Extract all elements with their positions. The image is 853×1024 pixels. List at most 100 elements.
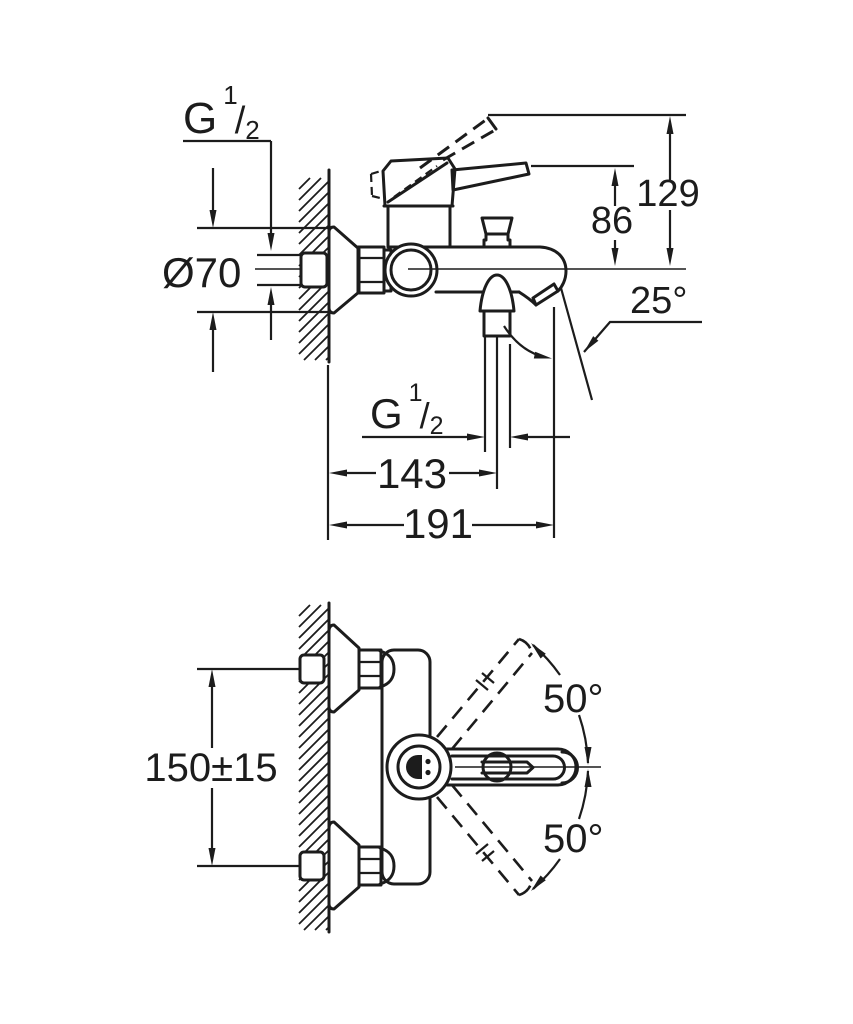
arrowhead (584, 336, 599, 352)
union-nut (356, 245, 386, 295)
spout (517, 245, 568, 307)
shower-outlet-bell (478, 273, 516, 313)
arrowhead (531, 875, 546, 891)
hatch-stroke (298, 213, 330, 245)
hatch-stroke (298, 180, 330, 212)
angle-50-lower-label: 50° (543, 817, 604, 861)
hatch-stroke (298, 717, 330, 749)
lever-raised-tip (486, 116, 498, 131)
union-nut-bottom (357, 845, 383, 887)
thread-prefix: G (183, 94, 217, 143)
cartridge-housing (386, 204, 452, 249)
arrowhead (209, 210, 217, 228)
hatch-stroke (303, 334, 330, 361)
arrowhead (533, 351, 552, 359)
dial-inner (396, 744, 442, 790)
hatch-stroke (298, 761, 330, 793)
dim-escutcheon-diameter: Ø70 (162, 168, 330, 372)
lever-closed (450, 161, 531, 192)
dome-hidden-edge (393, 165, 438, 198)
arrowhead (666, 248, 674, 266)
dim-191: 191 (326, 365, 554, 547)
hatch-stroke (298, 191, 330, 223)
diverter-knob (480, 216, 514, 249)
mixer-side (255, 116, 686, 489)
knob-base (482, 232, 512, 249)
handle-swung-down-dashed (436, 784, 534, 897)
hatch-stroke (298, 750, 330, 782)
lever-raised-edges (419, 117, 496, 170)
dim-height-86: 86 (531, 164, 634, 266)
hatch-stroke (298, 805, 330, 837)
dim-150-label: 150±15 (144, 746, 277, 790)
hatch-stroke (298, 177, 322, 201)
shower-outlet-pipe-lines (483, 336, 512, 489)
union-shoulder-bottom (378, 846, 396, 886)
lever-dome (369, 156, 457, 208)
lever-back-hidden (369, 168, 385, 201)
hatch-stroke (298, 684, 330, 716)
arrowhead (329, 469, 347, 477)
spout-outer-curve (538, 245, 568, 293)
escutcheon-bottom (327, 820, 361, 911)
thread-denominator: 2 (245, 115, 259, 145)
lever-raised-dashed (419, 116, 498, 170)
spout-cross-section (406, 755, 422, 779)
handle-dashed-edges (436, 784, 534, 897)
dim-143-label: 143 (377, 450, 447, 497)
spout-outlet-face (531, 282, 560, 307)
nut-body (357, 648, 383, 690)
escutcheon (327, 225, 361, 315)
arrowhead (267, 233, 275, 251)
arrowhead (209, 312, 217, 330)
hatch-stroke (298, 202, 330, 234)
supply-square-bottom (298, 850, 326, 882)
dim-150: 150±15 (144, 667, 300, 868)
grip-ticks (475, 843, 495, 862)
dim-143: 143 (329, 450, 497, 497)
hatch-stroke (298, 604, 311, 617)
height-129-label: 129 (636, 173, 699, 215)
hatch-stroke (298, 604, 322, 628)
hatch-stroke (298, 772, 330, 804)
dim-50-upper: 50° (531, 643, 604, 765)
dial-dot (425, 769, 431, 776)
front-view: 150±15 50° 50° (144, 601, 604, 934)
dim-191-label: 191 (403, 500, 473, 547)
hatch-stroke (298, 607, 330, 639)
thread-numerator: 1 (409, 379, 423, 407)
dial (385, 733, 453, 801)
hatch-stroke (298, 706, 330, 738)
hatch-stroke (298, 695, 330, 727)
hatch-stroke (298, 728, 330, 760)
body-circle-inner (389, 248, 433, 292)
hatch-stroke (298, 224, 330, 256)
arrowhead (267, 287, 275, 305)
arrowhead (611, 168, 619, 186)
nut-body (357, 845, 383, 887)
hatch-stroke (298, 816, 330, 848)
angle-50-upper-label: 50° (543, 677, 604, 721)
nut-facets (359, 660, 381, 678)
hatch-stroke (298, 739, 330, 771)
hatch-stroke (298, 177, 311, 190)
arrowhead (329, 521, 347, 529)
hatch-stroke (298, 290, 330, 322)
shower-outlet (478, 273, 516, 489)
thread-slash: / (235, 100, 246, 142)
arrowhead (584, 769, 592, 787)
union-shoulder-top (378, 649, 396, 689)
hatch-stroke (298, 882, 330, 914)
thread-denominator: 2 (430, 412, 444, 440)
arrowhead (531, 643, 546, 659)
hatch-stroke (298, 783, 330, 815)
escutcheon-top (327, 623, 361, 714)
hatch-stroke (314, 345, 330, 361)
arrowhead (467, 433, 485, 441)
